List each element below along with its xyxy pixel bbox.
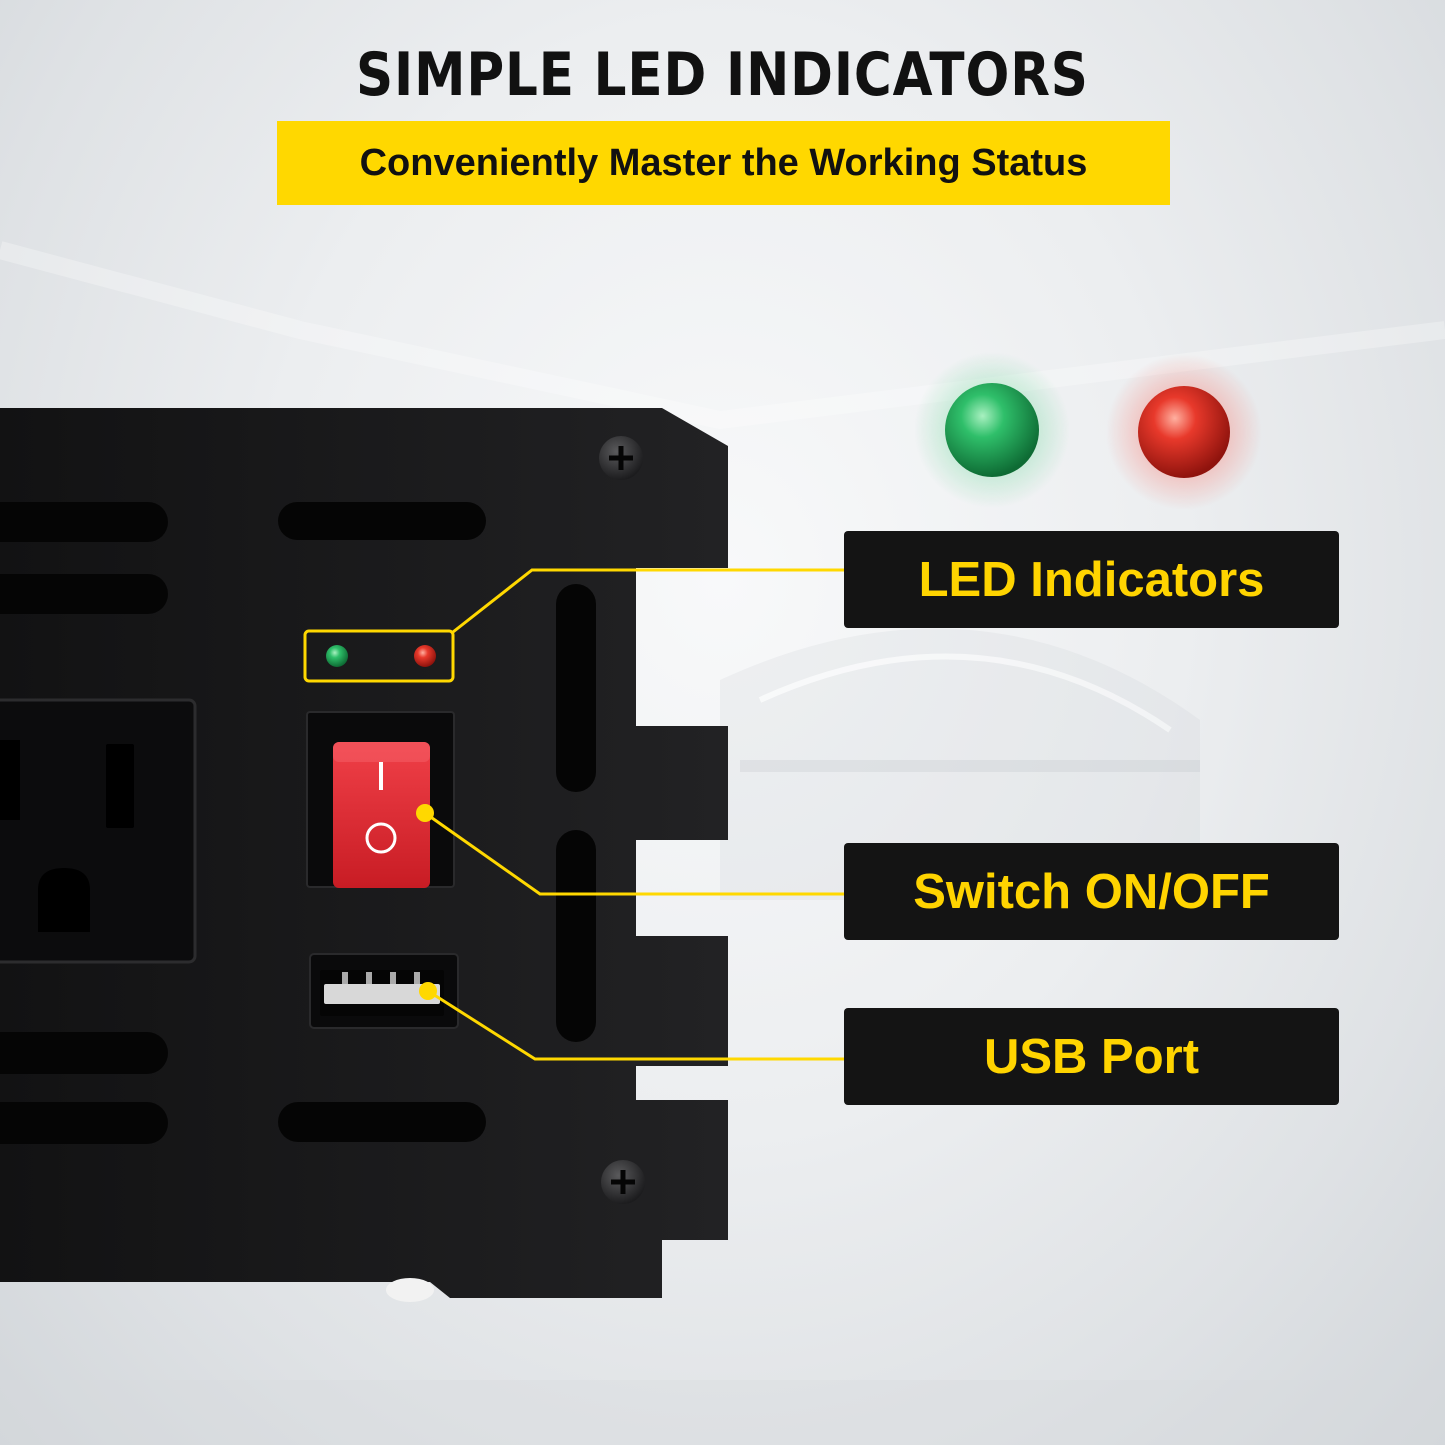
led-highlight-box xyxy=(303,629,455,683)
green-led-icon xyxy=(945,383,1039,477)
subheadline-text: Conveniently Master the Working Status xyxy=(359,141,1088,184)
vent-slot xyxy=(0,1032,168,1074)
screw-icon xyxy=(601,1160,645,1204)
switch-off-symbol xyxy=(365,822,397,854)
ac-outlet xyxy=(0,698,197,964)
callout-leaders xyxy=(424,568,844,1061)
usb-leader-line xyxy=(427,989,844,1061)
background-architecture xyxy=(0,241,1445,1445)
switch-label: Switch ON/OFF xyxy=(844,843,1339,940)
red-led-icon xyxy=(1138,386,1230,478)
vent-slot xyxy=(0,1102,168,1144)
inverter-device xyxy=(0,408,728,1302)
subheadline-banner: Conveniently Master the Working Status xyxy=(277,121,1170,205)
device-led-indicators xyxy=(303,629,455,683)
device-green-led xyxy=(326,645,348,667)
led-leader-line xyxy=(452,568,844,634)
device-red-led xyxy=(414,645,436,667)
usb-callout-dot xyxy=(419,982,437,1000)
led-indicators-label: LED Indicators xyxy=(844,531,1339,628)
vent-slot xyxy=(278,502,486,540)
power-switch xyxy=(306,711,455,888)
vent-slot xyxy=(0,502,168,542)
vent-slot xyxy=(0,574,168,614)
page-headline: SIMPLE LED INDICATORS xyxy=(356,40,1089,110)
vent-slot xyxy=(278,1102,486,1142)
vent-slot xyxy=(556,830,596,1042)
screw-icon xyxy=(599,436,643,480)
usb-port xyxy=(309,953,459,1029)
enlarged-led-display xyxy=(914,352,1262,510)
switch-leader-line xyxy=(424,811,844,896)
usb-port-label: USB Port xyxy=(844,1008,1339,1105)
switch-callout-dot xyxy=(416,804,434,822)
vent-slot xyxy=(556,584,596,792)
